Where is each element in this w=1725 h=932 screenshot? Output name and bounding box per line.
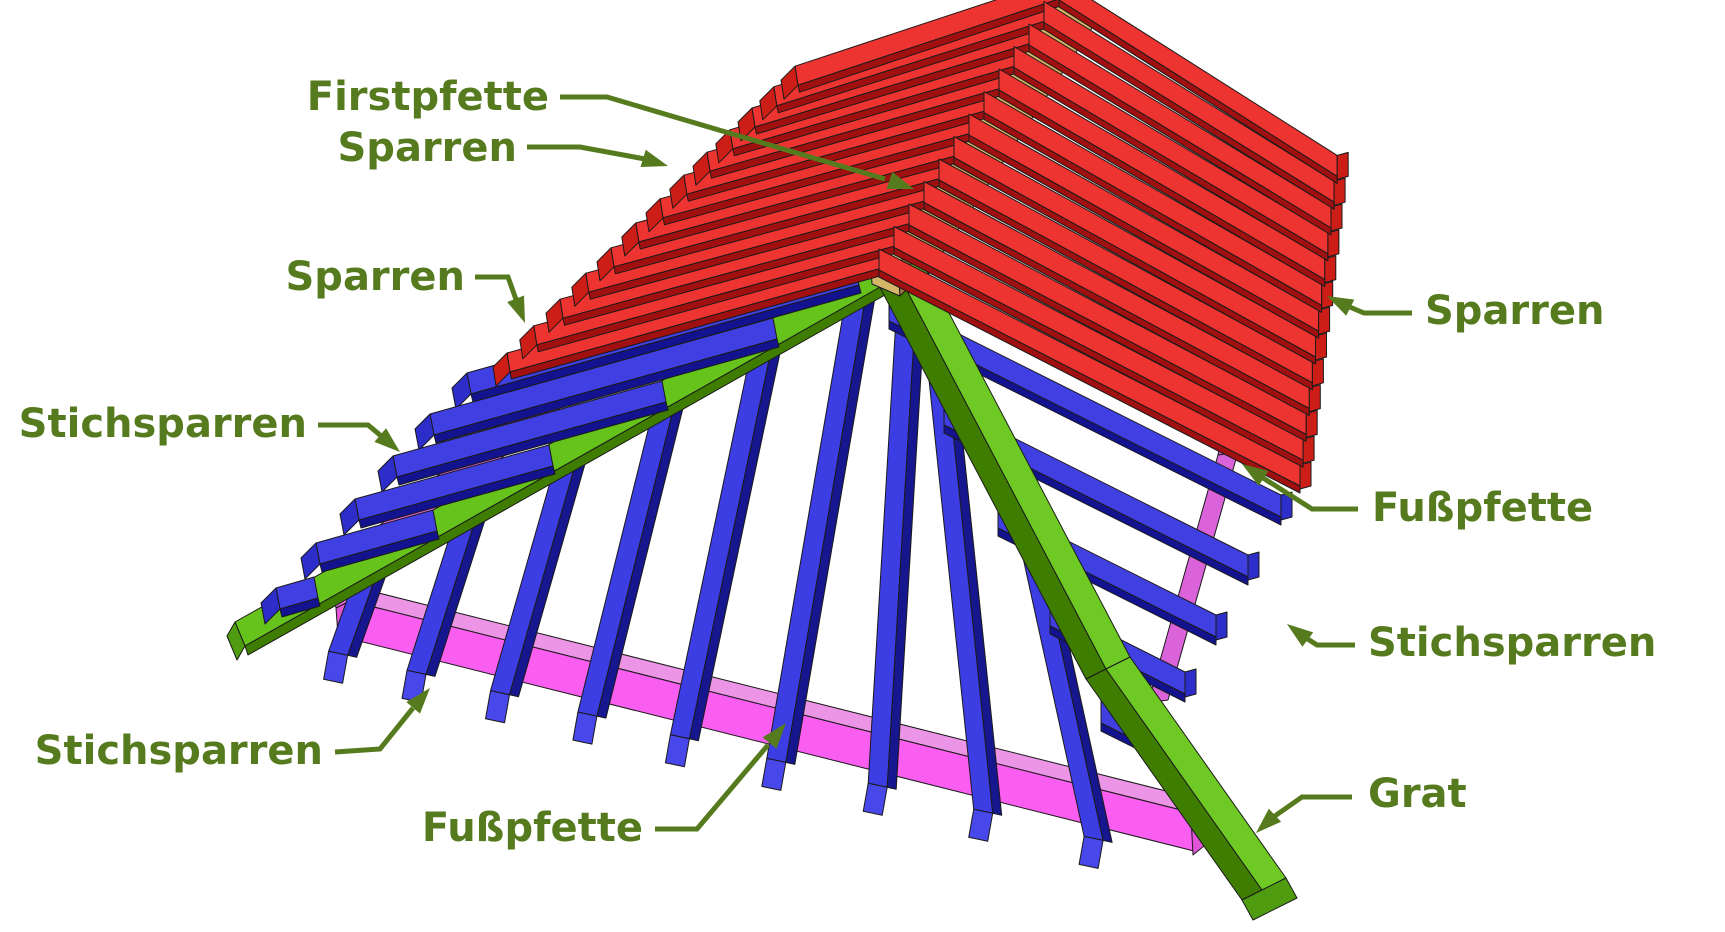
sparren-rafter-right-cap <box>1302 435 1315 464</box>
stichsparren-rafter-left-cap <box>260 587 281 625</box>
sparren-rafter-right-cap <box>1336 151 1349 180</box>
leader-arrow-stichsparren-bottom <box>334 706 415 755</box>
sparren-rafter-right-cap <box>1327 229 1340 258</box>
label-fusspfette-right: Fußpfette <box>1372 485 1593 531</box>
stichsparren-rafter-right-cap <box>1247 551 1260 581</box>
grat-beam-left-cap <box>226 621 246 661</box>
leader-arrow-fusspfette-bottom-head <box>762 723 786 749</box>
leader-arrow-grat-head <box>1256 808 1282 833</box>
stichsparren-rafter-left-cap <box>339 498 360 536</box>
stichsparren-rafter-left-side <box>358 465 556 529</box>
sparren-rafter-right-side <box>1043 22 1335 210</box>
grat-beam-right-cap <box>1241 877 1298 921</box>
label-sparren-right: Sparren <box>1425 288 1605 334</box>
stichsparren-rafter-foot-cap <box>862 782 888 816</box>
label-firstpfette: Firstpfette <box>307 74 549 120</box>
leader-arrow-fusspfette-right-head <box>1242 464 1269 486</box>
sparren-rafter-right-cap <box>1305 409 1318 438</box>
stichsparren-rafter-left-side <box>433 338 780 444</box>
leader-arrow-sparren-top <box>527 144 646 162</box>
sparren-rafter-right-side <box>938 179 1313 391</box>
stichsparren-rafter-left-side <box>279 597 321 618</box>
label-grat: Grat <box>1368 771 1467 817</box>
sparren-rafter-right-side <box>908 224 1307 442</box>
sparren-rafter-right-cap <box>1333 177 1346 206</box>
sparren-rafter-right-side <box>968 134 1320 339</box>
stichsparren-rafter-left-cap <box>377 455 398 493</box>
leader-arrow-stichsparren-right <box>1301 633 1355 648</box>
sparren-rafter-left-cap <box>621 222 640 257</box>
leader-arrow-stichsparren-left-head <box>374 428 400 452</box>
sparren-rafter-left-cap <box>692 151 711 186</box>
sparren-rafter-left-cap <box>737 107 756 142</box>
sparren-rafter-left-cap <box>492 352 511 387</box>
stichsparren-rafter-foot-cap <box>572 711 598 745</box>
sparren-rafter-right-side <box>923 202 1310 417</box>
leader-arrow-sparren-left <box>475 274 521 306</box>
leader-arrow-group <box>318 94 1412 833</box>
stichsparren-rafter-foot-cap <box>1078 835 1104 869</box>
leader-arrow-sparren-right <box>1344 302 1412 316</box>
stichsparren-rafter-left-side <box>470 284 862 403</box>
sparren-rafter-right-side <box>953 157 1316 365</box>
sparren-rafter-right-side <box>1058 0 1338 184</box>
sparren-rafter-left-cap <box>645 198 664 233</box>
stichsparren-rafter-foot-cap <box>485 690 510 724</box>
stichsparren-rafter-left-cap <box>414 413 435 451</box>
sparren-rafter-right-side <box>1028 44 1332 236</box>
label-stichsparren-bottom: Stichsparren <box>35 728 323 774</box>
leader-arrow-sparren-left-head <box>507 295 525 323</box>
stichsparren-rafter-right-cap <box>1184 668 1197 698</box>
stichsparren-rafter-right-cap <box>1215 611 1228 641</box>
sparren-rafter-right-side <box>998 89 1326 288</box>
sparren-rafter-left-cap <box>669 174 688 209</box>
label-sparren-top: Sparren <box>338 125 518 171</box>
sparren-rafter-right-cap <box>1330 203 1343 232</box>
leader-arrow-fusspfette-bottom <box>655 743 770 832</box>
stichsparren-rafter-foot-cap <box>323 650 349 684</box>
sparren-rafter-left-cap <box>519 325 538 360</box>
label-group: Firstpfette Sparren Sparren Stichsparren… <box>19 74 1657 851</box>
stichsparren-rafter-left-side <box>396 401 669 486</box>
sparren-rafter-left-cap <box>715 129 734 164</box>
sparren-rafter-right-cap <box>1299 461 1312 490</box>
stichsparren-rafter-left-cap <box>300 542 321 580</box>
sparren-rafter-left-cap <box>780 65 799 100</box>
label-stichsparren-right: Stichsparren <box>1368 620 1656 666</box>
leader-arrow-sparren-right-head <box>1327 296 1355 316</box>
sparren-rafter-right-cap <box>1321 280 1334 309</box>
leader-arrow-firstpfette <box>560 94 886 182</box>
sparren-rafter-right-cap <box>1324 255 1337 284</box>
stichsparren-rafter-hipface-side <box>785 277 879 765</box>
leader-arrow-fusspfette-right <box>1258 473 1358 512</box>
sparren-rafter-right-cap <box>1318 306 1331 335</box>
label-stichsparren-left: Stichsparren <box>19 401 307 447</box>
beam-group <box>226 0 1349 921</box>
label-sparren-left: Sparren <box>286 254 466 300</box>
stichsparren-rafter-foot-cap <box>968 808 994 842</box>
leader-arrow-grat <box>1270 794 1352 821</box>
sparren-rafter-right-cap <box>1311 358 1324 387</box>
stichsparren-rafter-foot-cap <box>664 734 690 768</box>
sparren-rafter-right-side <box>983 112 1323 313</box>
sparren-rafter-right-cap <box>1315 332 1327 361</box>
sparren-rafter-left-cap <box>759 86 778 121</box>
stichsparren-rafter-foot-cap <box>761 757 787 791</box>
stichsparren-rafter-left-side <box>319 530 440 573</box>
leader-arrow-sparren-top-head <box>640 149 668 167</box>
leader-arrow-stichsparren-left <box>318 422 388 442</box>
sparren-rafter-left-cap <box>545 298 564 333</box>
sparren-rafter-left-cap <box>596 247 615 282</box>
label-fusspfette-bottom: Fußpfette <box>422 805 643 851</box>
leader-arrow-firstpfette-head <box>886 172 914 189</box>
stichsparren-rafter-right-side <box>888 320 1282 526</box>
leader-arrow-stichsparren-bottom-head <box>406 688 430 714</box>
sparren-rafter-right-cap <box>1308 384 1321 413</box>
sparren-rafter-right-side <box>1013 67 1329 262</box>
sparren-rafter-right-side <box>878 269 1301 494</box>
sparren-rafter-right-side <box>893 247 1304 468</box>
leader-arrow-stichsparren-right-head <box>1287 624 1314 647</box>
sparren-rafter-left-cap <box>571 272 590 307</box>
